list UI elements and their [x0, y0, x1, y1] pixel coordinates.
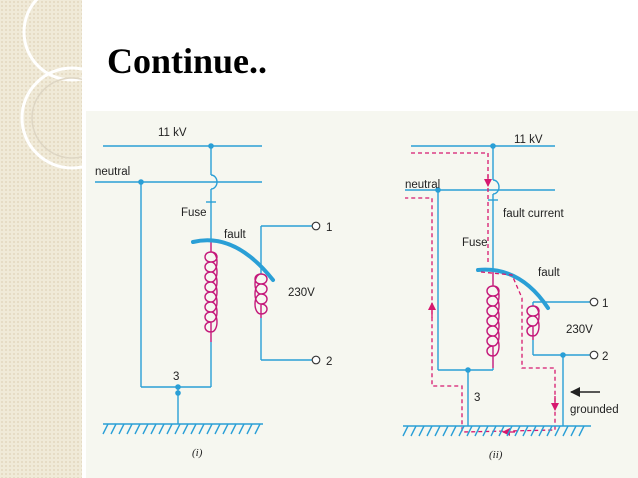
diagram-i-secondary-coil	[254, 273, 268, 318]
diagram-ii-fault-arc	[476, 267, 550, 310]
diagram-ii-nodes	[435, 143, 566, 373]
diagram-i-fuse-label: Fuse	[181, 207, 207, 219]
diagram-ii-terminal-1: 1	[602, 298, 608, 310]
diagram-i-fault-label: fault	[224, 229, 247, 241]
diagram-i-terminals	[311, 221, 321, 365]
diagram-i-wires	[95, 145, 312, 424]
slide-title: Continue..	[107, 41, 268, 81]
diagram-ii-caption: (ii)	[489, 449, 503, 461]
diagram-i-supply-label: 11 kV	[158, 127, 187, 139]
diagram-ii: 11 kV neutral fault current Fuse fault 2…	[402, 134, 619, 461]
diagram-ii-supply-label: 11 kV	[514, 134, 543, 146]
diagram-ii-grounded-label: grounded	[570, 404, 619, 416]
fault-current-path	[405, 152, 556, 433]
diagram-i-caption: (i)	[192, 447, 203, 459]
diagram-i-nodes	[138, 143, 214, 396]
diagram-ii-terminal-2: 2	[602, 351, 608, 363]
diagram-i-terminal-1: 1	[326, 222, 332, 234]
diagram-i-neutral-label: neutral	[95, 166, 130, 178]
diagram-ii-neutral-label: neutral	[405, 179, 440, 191]
diagram-ii-primary-coil	[486, 270, 500, 368]
diagram-ii-fault-label: fault	[538, 267, 561, 279]
diagram-i-primary-coil	[204, 242, 218, 342]
diagram-ii-voltage-label: 230V	[566, 324, 593, 336]
diagram-i-voltage-label: 230V	[288, 287, 315, 299]
diagram-ii-terminals	[589, 297, 599, 360]
diagram-ii-secondary-coil	[526, 305, 540, 340]
diagram-ii-fault-current-label: fault current	[503, 208, 565, 220]
diagram-i-ground	[102, 423, 263, 435]
diagram-ii-earth-label: 3	[474, 392, 480, 404]
diagram-i-fault-arc	[191, 238, 275, 282]
diagram-ii-wires	[405, 145, 590, 426]
diagram-ii-ground	[402, 425, 591, 437]
diagram-i-earth-label: 3	[173, 371, 179, 383]
decorative-rings-icon	[20, 0, 82, 170]
diagram-ii-fuse-label: Fuse	[462, 237, 488, 249]
decorative-strip	[0, 0, 82, 478]
diagram-i: 11 kV neutral Fuse fault 230V 1 2 3 (i)	[95, 127, 332, 459]
diagram-i-terminal-2: 2	[326, 356, 332, 368]
